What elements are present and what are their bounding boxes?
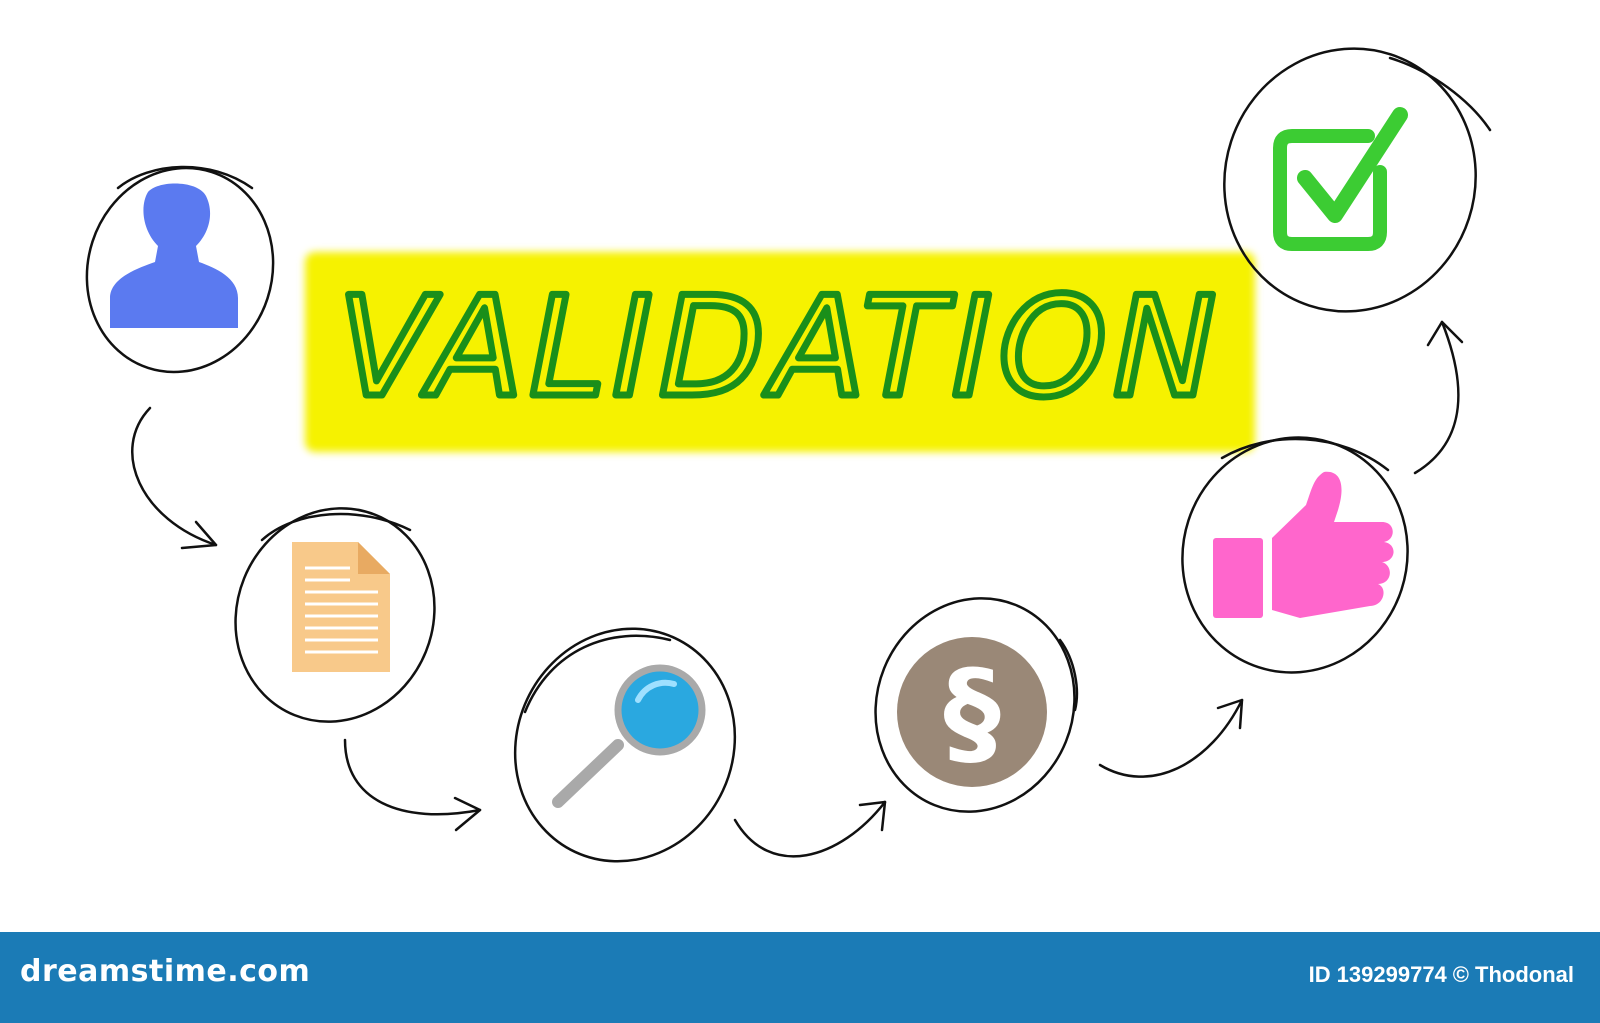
paragraph-icon: §	[897, 637, 1047, 787]
title-group: VALIDATION	[305, 252, 1255, 452]
arrow-1	[131, 406, 218, 550]
step-circle-check	[1223, 47, 1492, 313]
step-circle-paragraph	[874, 597, 1079, 813]
arrow-4	[1098, 698, 1244, 778]
step-circle-search	[513, 627, 737, 863]
arrow-3	[733, 800, 887, 858]
document-icon	[292, 542, 390, 672]
paragraph-symbol: §	[943, 646, 1001, 780]
validation-diagram: VALIDATION	[85, 47, 1492, 863]
step-circle-document	[234, 507, 436, 723]
arrow-5	[1413, 320, 1464, 475]
step-circle-user	[85, 165, 275, 374]
checkbox-check-icon	[1273, 107, 1408, 251]
arrow-2	[343, 738, 482, 832]
title-highlight	[305, 252, 1255, 452]
id-label: ID	[1308, 962, 1331, 987]
title-text: VALIDATION	[338, 267, 1223, 428]
author-name: Thodonal	[1475, 962, 1574, 987]
user-icon	[110, 183, 238, 328]
brand-logo[interactable]: dreamstime.com	[20, 954, 311, 989]
copyright-symbol: ©	[1452, 962, 1470, 987]
magnifier-icon	[552, 664, 706, 808]
step-circle-thumbs-up	[1181, 436, 1409, 674]
thumbs-up-icon	[1213, 471, 1394, 618]
id-value: 139299774	[1336, 962, 1447, 987]
